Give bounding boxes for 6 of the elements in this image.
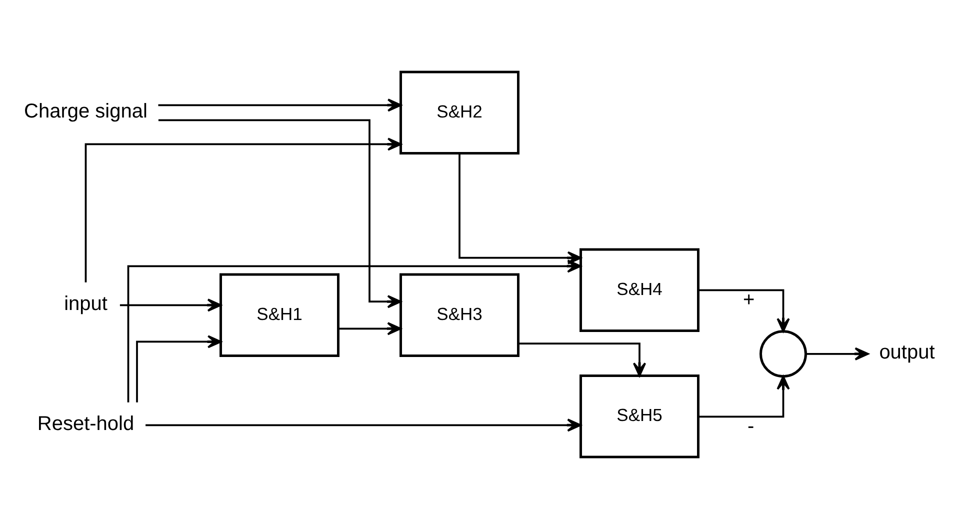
node-text: Reset-hold bbox=[37, 412, 134, 434]
edge-label: + bbox=[743, 288, 755, 311]
node-text: Charge signal bbox=[24, 100, 148, 122]
node-text: output bbox=[879, 341, 935, 364]
node-text: input bbox=[64, 292, 108, 314]
edge-label: - bbox=[748, 415, 754, 438]
